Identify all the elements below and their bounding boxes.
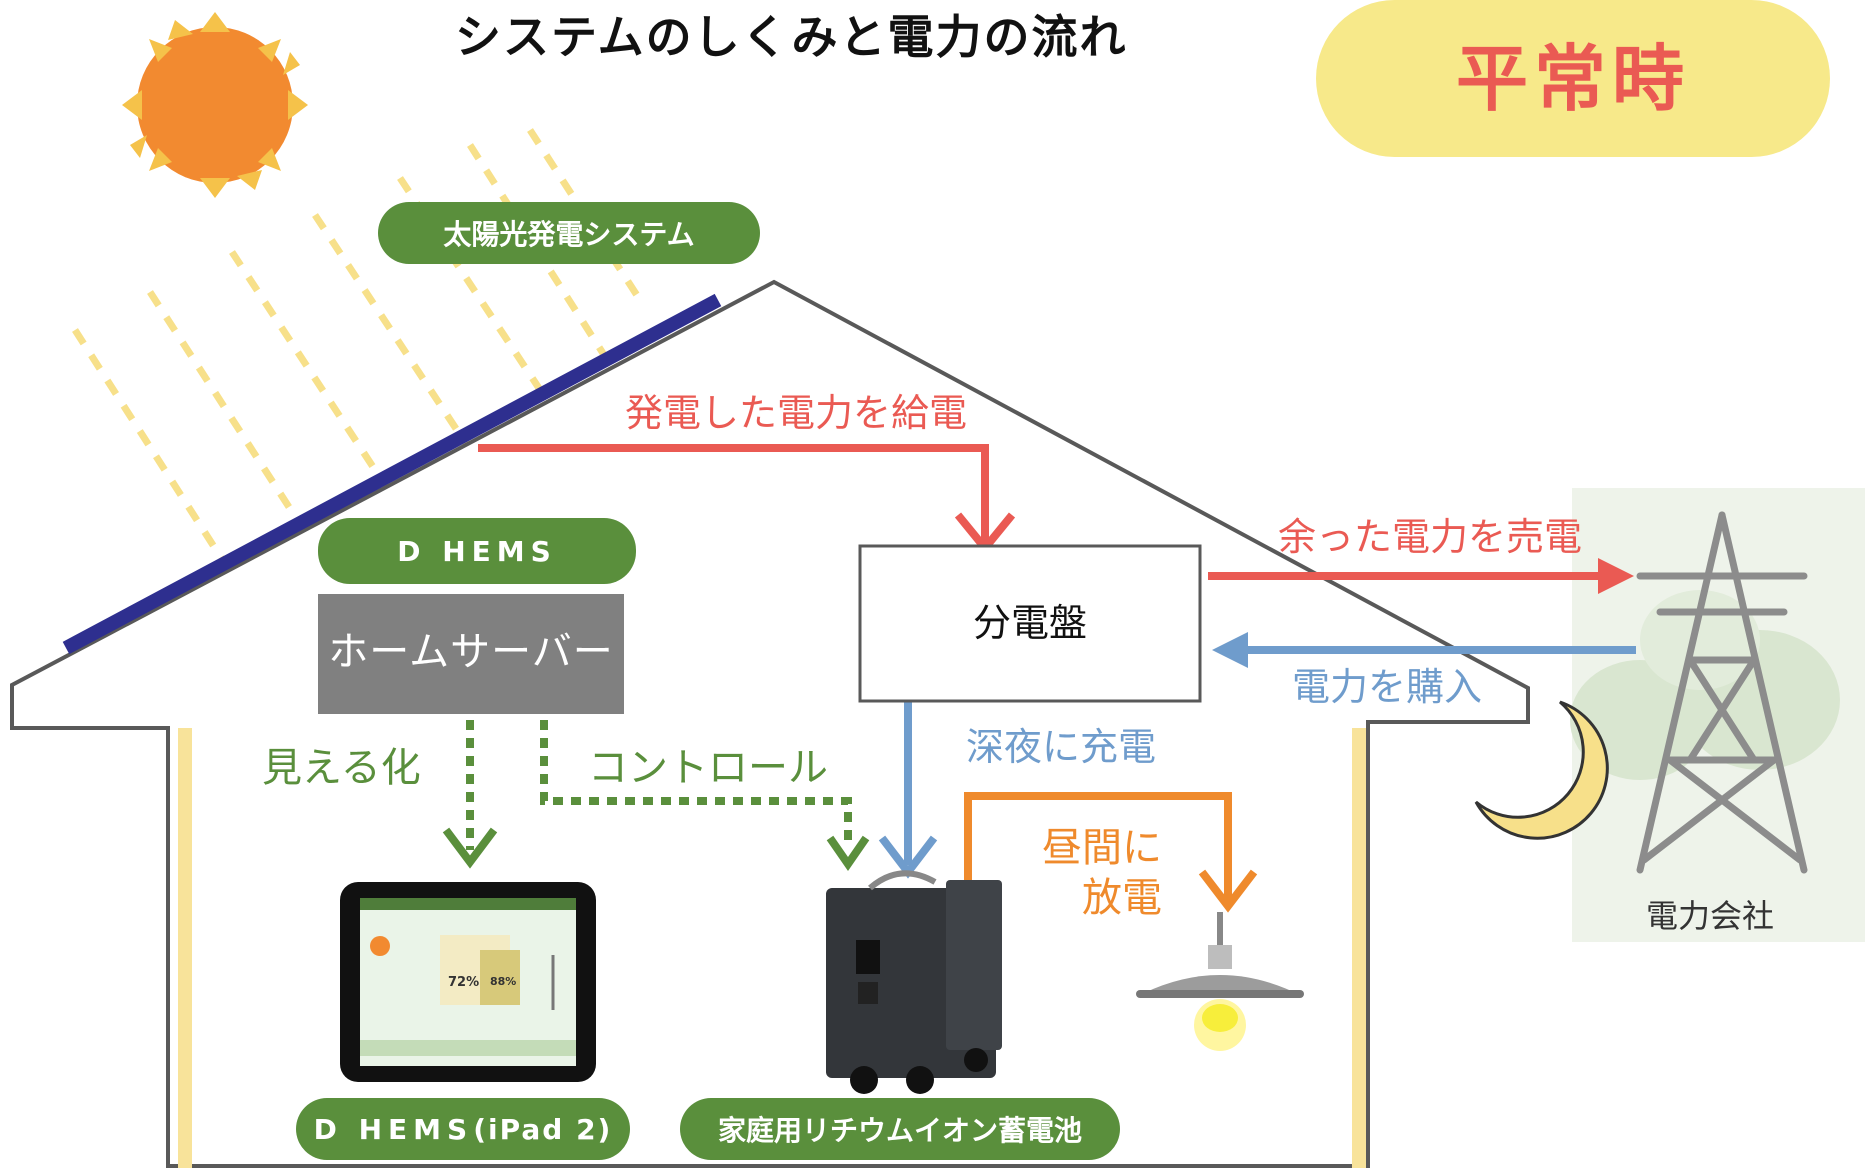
home-server-box [318,594,624,714]
power-tower-icon [1636,511,1808,874]
power-company-panel [1570,488,1865,942]
battery-label: 家庭用リチウムイオン蓄電池 [680,1098,1120,1160]
solar-system-label: 太陽光発電システム [378,202,760,264]
mode-badge: 平常時 [1316,0,1830,157]
right-wall-strip [1352,728,1366,1168]
dhems-ipad-name: D HEMS [313,1112,474,1146]
left-wall-strip [178,728,192,1168]
sell-label: 余った電力を売電 [1278,515,1583,559]
visualize-label: 見える化 [262,745,421,791]
day-discharge-arrow [964,792,1232,900]
ipad-percent-right: 88% [490,975,517,988]
battery-unit [826,870,1002,1094]
feed-arrow [478,444,989,545]
control-label: コントロール [588,745,828,791]
dhems-ipad-label: D HEMS(iPad 2) [296,1098,630,1160]
distribution-board [858,544,1202,703]
day-discharge-label-2: 放電 [1082,875,1162,921]
moon-icon [1474,700,1609,840]
sun-icon [122,12,308,198]
home-server-label: ホームサーバー [328,629,614,675]
control-arrow [540,720,852,840]
feed-label: 発電した電力を給電 [625,391,968,435]
power-company-label: 電力会社 [1646,897,1775,935]
solar-panel [62,293,722,655]
dhems-label: D HEMS [318,518,636,584]
lamp-icon [1136,912,1304,1051]
buy-label: 電力を購入 [1292,665,1483,709]
day-discharge-label-1: 昼間に [1042,825,1162,871]
ipad-device [340,882,596,1082]
ipad-percent-left: 72% [448,975,480,990]
distribution-board-label: 分電盤 [972,601,1087,645]
page-title: システムのしくみと電力の流れ [455,10,1128,64]
dhems-ipad-model: (iPad 2) [473,1112,613,1146]
night-charge-label: 深夜に充電 [966,725,1157,769]
